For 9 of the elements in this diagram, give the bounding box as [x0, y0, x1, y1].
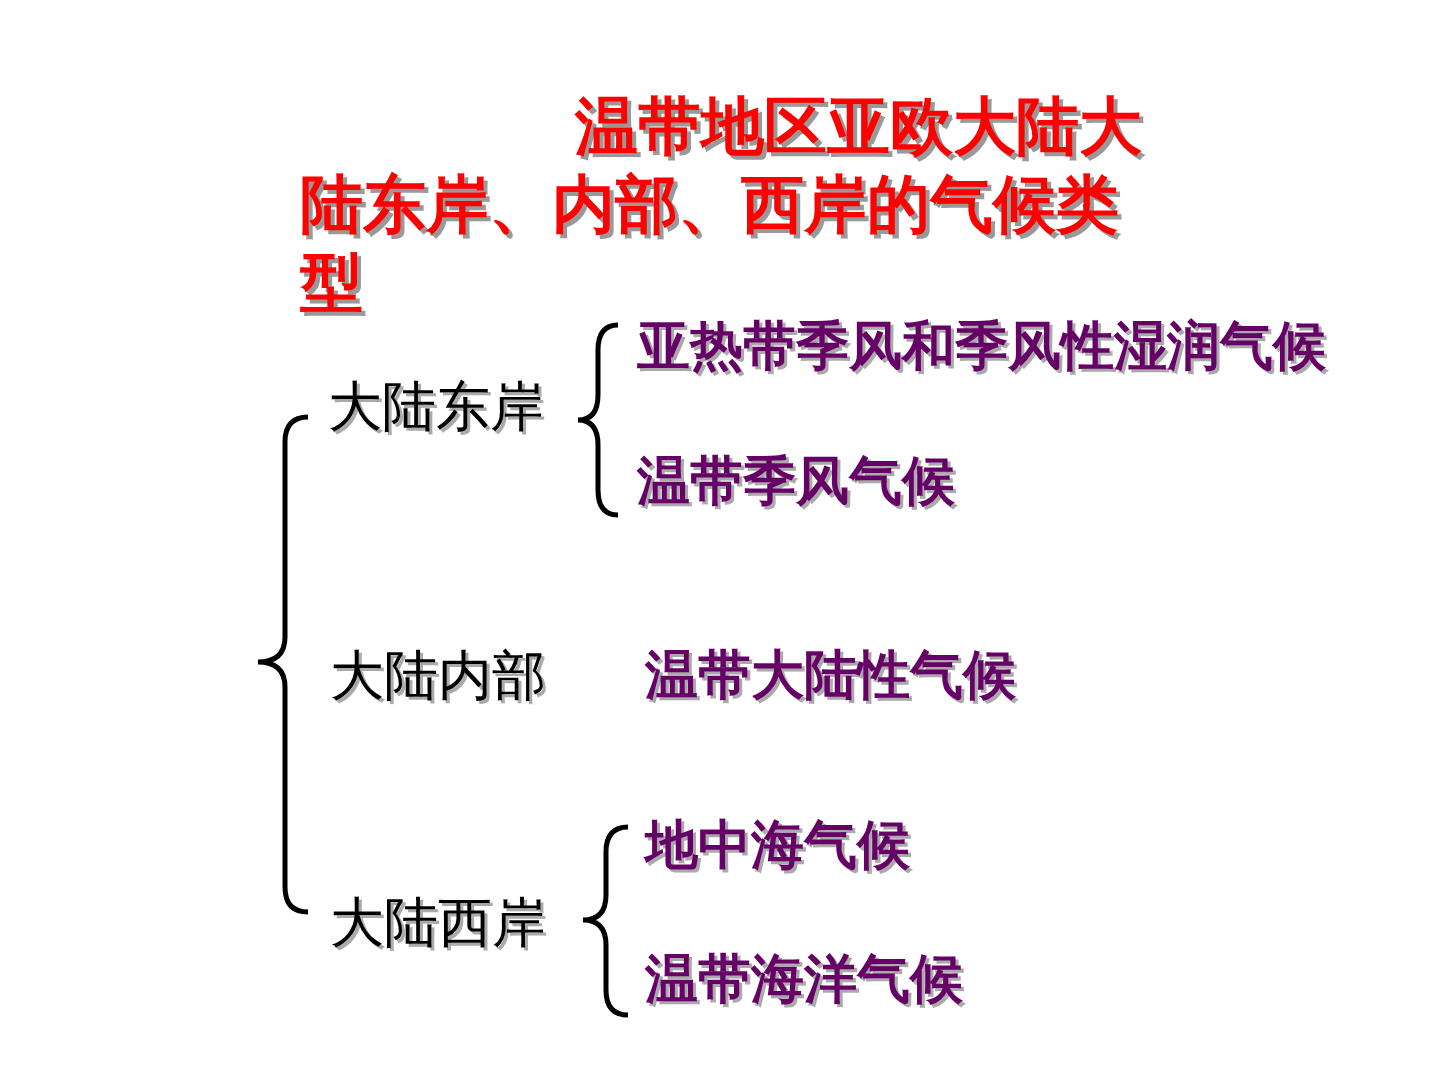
- climate-type: 温带季风气候: [637, 452, 955, 511]
- title: 温带地区亚欧大陆大陆东岸、内部、西岸的气候类型: [300, 89, 1143, 319]
- region-label: 大陆东岸: [328, 377, 544, 437]
- climate-type: 亚热带季风和季风性湿润气候: [637, 317, 1326, 376]
- region-label: 大陆内部: [330, 646, 546, 706]
- climate-type: 地中海气候: [645, 816, 910, 875]
- region-label: 大陆西岸: [330, 893, 546, 953]
- climate-type: 温带大陆性气候: [645, 646, 1016, 705]
- climate-type: 温带海洋气候: [645, 950, 963, 1009]
